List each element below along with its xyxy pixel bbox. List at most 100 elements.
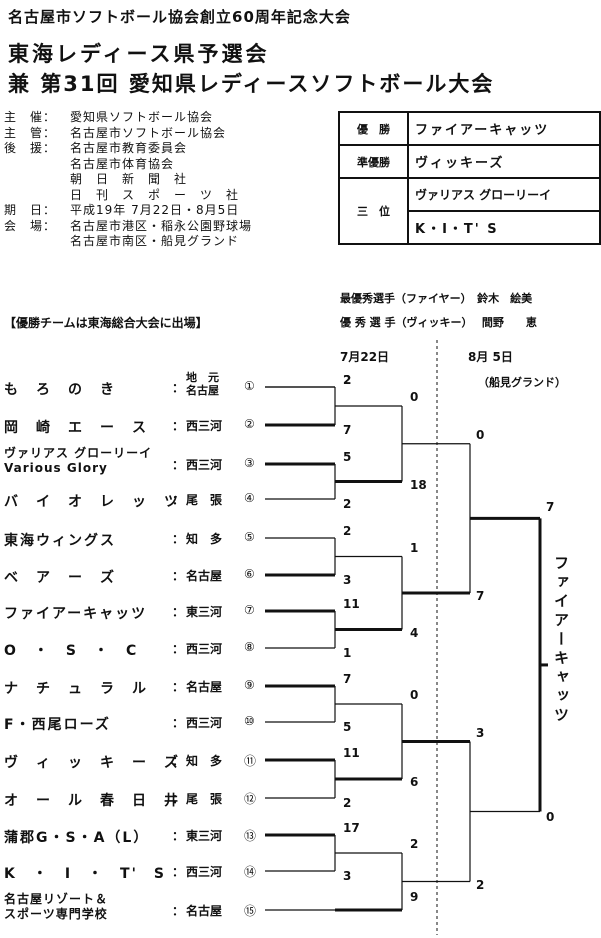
info-row: 主 催： 愛知県ソフトボール協会 — [4, 110, 252, 126]
score-r3: 0 — [476, 427, 485, 442]
sub-title: 兼 第31回 愛知県レディースソフトボール大会 — [8, 72, 495, 96]
team-colon: ： — [172, 754, 185, 768]
team-name: バ イ オ レ ッ ツ — [4, 494, 180, 510]
score-r2: 4 — [410, 625, 419, 640]
round3-venue: （船見グランド） — [478, 376, 566, 389]
score-r1: 2 — [343, 373, 352, 387]
good-player: 優 秀 選 手（ヴィッキー） 間野 恵 — [340, 316, 537, 329]
team-name: オ ー ル 春 日 井 — [4, 793, 180, 809]
team-region: 東三河 — [186, 829, 223, 843]
team-region: 地 元 名古屋 — [186, 371, 219, 397]
best-player: 最優秀選手（ファイヤー） 鈴木 絵美 — [340, 292, 533, 305]
info-value: 名古屋市体育協会 — [70, 156, 175, 171]
info-key: 後 援： — [4, 141, 57, 155]
team-name: 東海ウィングス — [4, 533, 116, 549]
score-final: 7 — [546, 500, 555, 515]
team-colon: ： — [172, 829, 185, 843]
supertitle: 名古屋市ソフトボール協会創立60周年記念大会 — [8, 8, 351, 26]
team-colon: ： — [172, 904, 185, 918]
team-name: 岡 崎 エ ー ス — [4, 420, 148, 436]
team-region: 西三河 — [186, 642, 223, 656]
team-seed: ⑫ — [244, 792, 257, 806]
score-r1: 2 — [343, 524, 352, 538]
team-region: 尾 張 — [186, 493, 223, 507]
score-r1: 2 — [343, 497, 352, 511]
info-key: 主 催： — [4, 110, 57, 124]
team-colon: ： — [172, 792, 185, 806]
team-seed: ⑩ — [244, 714, 255, 728]
info-value: 名古屋市南区・船見グランド — [70, 234, 240, 248]
team-colon: ： — [172, 642, 185, 656]
team-name: ヴァリアス グローリーイ Various Glory — [4, 446, 153, 475]
team-region: 尾 張 — [186, 792, 223, 806]
team-seed: ⑧ — [244, 640, 255, 654]
team-name: ナ チ ュ ラ ル — [4, 681, 148, 697]
team-region: 知 多 — [186, 532, 223, 546]
score-r1: 7 — [343, 672, 352, 686]
team-name: O ・ S ・ C — [4, 643, 139, 659]
score-r1: 2 — [343, 373, 352, 387]
info-row: 名古屋市体育協会 — [4, 157, 252, 173]
event-info: 主 催： 愛知県ソフトボール協会主 管：名古屋市ソフトボール協会後 援： 名古屋市教… — [4, 110, 252, 250]
score-r1: 7 — [343, 423, 352, 437]
info-row: 会 場： 名古屋市港区・稲永公園野球場 — [4, 219, 252, 235]
round3-date: 8月 5日 — [468, 350, 513, 364]
info-value: 名古屋市港区・稲永公園野球場 — [70, 218, 253, 233]
team-seed: ⑭ — [244, 865, 257, 879]
team-region: 名古屋 — [186, 569, 223, 583]
score-r1: 3 — [343, 573, 352, 587]
team-colon: ： — [172, 532, 185, 546]
team-seed: ⑥ — [244, 567, 255, 581]
result-team: ファイアーキャッツ — [407, 111, 601, 146]
score-r3: 3 — [476, 725, 485, 740]
team-seed: ③ — [244, 456, 255, 470]
score-r2: 0 — [410, 390, 419, 404]
team-region: 知 多 — [186, 754, 223, 768]
info-row: 朝 日 新 聞 社 — [4, 172, 252, 188]
team-colon: ： — [172, 716, 185, 730]
team-colon: ： — [172, 493, 185, 507]
team-region: 西三河 — [186, 716, 223, 730]
info-row: 後 援： 名古屋市教育委員会 — [4, 141, 252, 157]
score-r3: 7 — [476, 589, 485, 603]
score-r2: 6 — [410, 775, 419, 789]
team-colon: ： — [172, 458, 185, 472]
champion-name: ファイアーキャッツ — [552, 555, 570, 726]
team-region: 東三河 — [186, 605, 223, 619]
score-r1: 3 — [343, 869, 352, 883]
score-r1: 2 — [343, 796, 352, 810]
info-key: 期 日： — [4, 203, 57, 217]
team-seed: ⑤ — [244, 530, 255, 544]
info-value: 名古屋市ソフトボール協会 — [70, 125, 227, 140]
team-name: ファイアーキャッツ — [4, 606, 148, 622]
result-team: ヴァリアス グローリーイ — [407, 177, 601, 212]
result-label: 三 位 — [338, 177, 409, 245]
team-seed: ⑨ — [244, 678, 255, 692]
team-colon: ： — [172, 680, 185, 694]
team-region: 西三河 — [186, 419, 223, 433]
team-region: 西三河 — [186, 458, 223, 472]
score-r2: 0 — [410, 688, 419, 702]
info-row: 主 管：名古屋市ソフトボール協会 — [4, 126, 252, 142]
round1-date: 7月22日 — [340, 350, 390, 364]
info-key: 会 場： — [4, 218, 57, 233]
info-value: 愛知県ソフトボール協会 — [70, 110, 214, 124]
results-table: 優 勝 ファイアーキャッツ 準優勝 ヴィッキーズ 三 位 ヴァリアス グローリー… — [338, 111, 601, 245]
score-r1: 5 — [343, 450, 352, 464]
team-name: 蒲郡G・S・A（L） — [4, 830, 150, 846]
team-seed: ⑦ — [244, 603, 255, 617]
info-value: 名古屋市教育委員会 — [70, 141, 188, 155]
team-name: も ろ の き — [4, 382, 116, 398]
result-team: K・I・T' S — [407, 210, 601, 245]
score-r1: 1 — [343, 646, 352, 660]
score-r1: 5 — [343, 720, 352, 734]
team-region: 名古屋 — [186, 904, 223, 918]
team-seed: ① — [244, 379, 255, 393]
team-name: 名古屋リゾート＆ スポーツ専門学校 — [4, 892, 109, 921]
score-r1: 17 — [343, 821, 360, 835]
team-seed: ⑮ — [244, 904, 257, 918]
team-region: 名古屋 — [186, 680, 223, 694]
info-value: 日 刊 ス ポ ー ツ 社 — [70, 187, 240, 202]
info-row: 日 刊 ス ポ ー ツ 社 — [4, 188, 252, 204]
team-colon: ： — [172, 381, 185, 395]
